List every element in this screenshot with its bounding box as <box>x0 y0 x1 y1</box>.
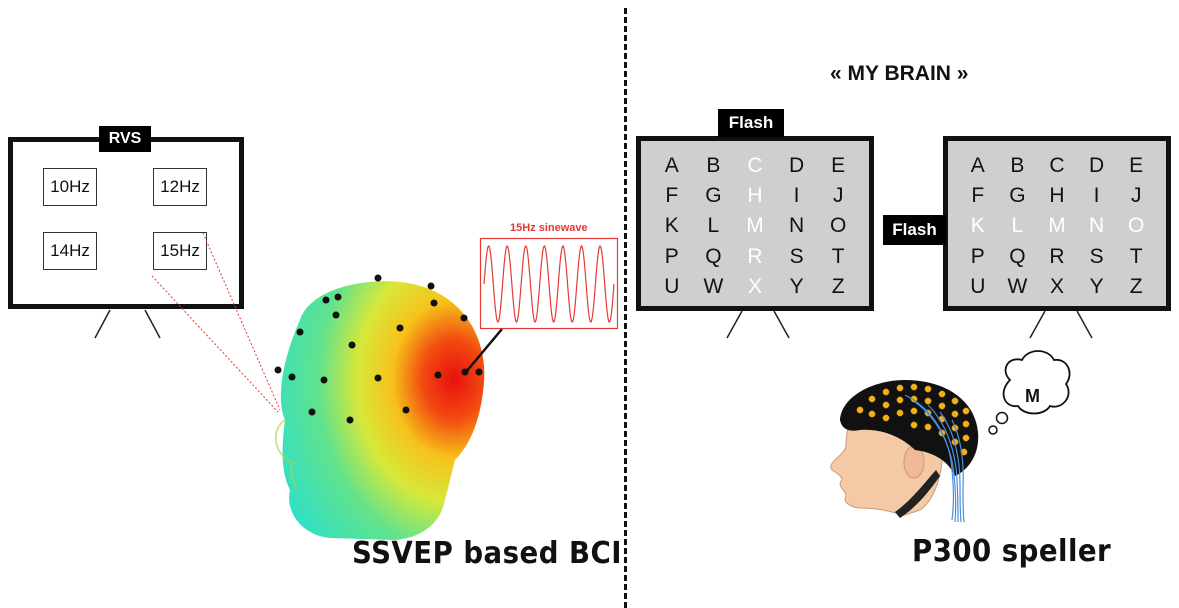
letter-cell: O <box>1128 214 1145 238</box>
letter-cell: M <box>746 214 764 238</box>
head-shape <box>280 281 485 540</box>
sinewave-label: 15Hz sinewave <box>510 222 588 234</box>
panel-divider <box>624 8 627 608</box>
electrode-dots <box>274 274 483 424</box>
letter-cell: T <box>1129 244 1143 268</box>
letter-cell: W <box>1007 274 1028 298</box>
letter-cell: C <box>1049 154 1065 178</box>
letter-cell: Y <box>1089 274 1104 298</box>
freq-box-15hz: 15Hz <box>153 232 207 270</box>
letter-cell: F <box>665 184 679 208</box>
letter-cell: X <box>1049 274 1064 298</box>
row-flash-tag: Flash <box>883 215 946 245</box>
rvs-monitor: 10Hz 12Hz 14Hz 15Hz <box>8 137 244 309</box>
letter-cell: Q <box>1009 244 1026 268</box>
letter-cell: D <box>789 154 805 178</box>
letter-cell: R <box>747 244 763 268</box>
thought-letter: M <box>1025 386 1040 406</box>
letter-cell: L <box>1011 214 1024 238</box>
letter-cell: Z <box>1129 274 1143 298</box>
thought-bubble <box>988 350 1071 435</box>
letter-cell: P <box>664 244 679 268</box>
sinewave-plot <box>479 237 619 330</box>
letter-cell: B <box>706 154 721 178</box>
letter-cell: O <box>830 214 847 238</box>
freq-box-10hz: 10Hz <box>43 168 97 206</box>
letter-cell: U <box>664 274 680 298</box>
my-brain-heading: « MY BRAIN » <box>830 62 969 85</box>
letter-cell: Z <box>831 274 845 298</box>
p300-title: P300 speller <box>912 534 1112 569</box>
letter-cell: N <box>1089 214 1105 238</box>
letter-cell: Y <box>789 274 804 298</box>
letter-cell: K <box>970 214 985 238</box>
freq-box-14hz: 14Hz <box>43 232 97 270</box>
letter-cell: S <box>789 244 804 268</box>
letter-cell: U <box>970 274 986 298</box>
letter-cell: R <box>1049 244 1065 268</box>
rvs-tag: RVS <box>99 126 151 152</box>
column-flash-tag: Flash <box>718 109 784 137</box>
letter-cell: L <box>707 214 720 238</box>
letter-cell: H <box>1049 184 1065 208</box>
letter-cell: E <box>831 154 846 178</box>
letter-cell: G <box>705 184 722 208</box>
letter-cell: N <box>789 214 805 238</box>
letter-cell: K <box>664 214 679 238</box>
letter-cell: W <box>703 274 724 298</box>
letter-cell: T <box>831 244 845 268</box>
letter-cell: I <box>1093 184 1100 208</box>
letter-cell: J <box>1130 184 1142 208</box>
freq-box-12hz: 12Hz <box>153 168 207 206</box>
letter-cell: F <box>971 184 985 208</box>
letter-cell: S <box>1089 244 1104 268</box>
letter-cell: Q <box>705 244 722 268</box>
letter-cell: D <box>1089 154 1105 178</box>
letter-cell: J <box>832 184 844 208</box>
letter-cell: H <box>747 184 763 208</box>
ssvep-title: SSVEP based BCI <box>352 536 622 571</box>
letter-cell: I <box>793 184 800 208</box>
letter-cell: X <box>747 274 762 298</box>
letter-cell: G <box>1009 184 1026 208</box>
letter-cell: B <box>1010 154 1025 178</box>
letter-cell: A <box>664 154 679 178</box>
letter-cell: C <box>747 154 763 178</box>
letter-cell: P <box>970 244 985 268</box>
letter-cell: M <box>1048 214 1066 238</box>
letter-cell: E <box>1129 154 1144 178</box>
letter-cell: A <box>970 154 985 178</box>
eeg-cables <box>904 394 965 523</box>
